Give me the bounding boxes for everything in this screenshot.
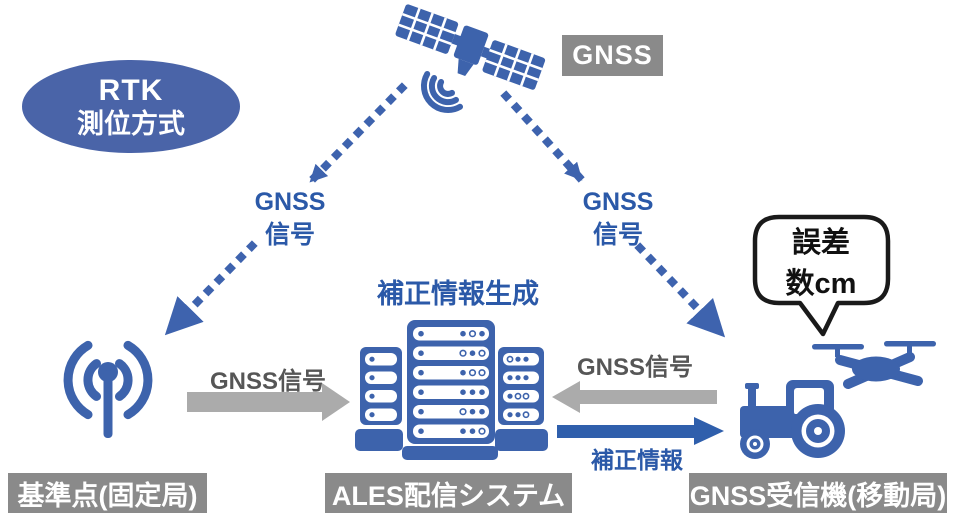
ales-server-tag: ALES配信システム xyxy=(325,473,572,513)
satellite-to-base-dotted-arrow xyxy=(164,82,408,336)
left-gnss-signal-label: GNSS 信号 xyxy=(228,186,352,252)
satellite-to-receiver-dotted-arrow xyxy=(500,90,726,338)
base-station-antenna-icon xyxy=(63,340,153,438)
server-to-receiver-arrow xyxy=(557,417,724,445)
tractor-icon xyxy=(740,380,845,459)
error-bubble-line2: 数cm xyxy=(785,268,857,300)
gnss-satellite-icon xyxy=(395,4,546,114)
error-bubble-line1: 誤差 xyxy=(791,227,850,259)
rtk-title-ellipse: RTK 測位方式 xyxy=(22,60,240,153)
error-bubble-text: 誤差 数cm xyxy=(757,223,885,305)
base-to-server-arrow-label: GNSS信号 xyxy=(209,368,326,395)
right-gnss-signal-line2: 信号 xyxy=(592,221,643,249)
error-speech-bubble xyxy=(752,214,891,337)
receiver-to-server-arrow-label: GNSS信号 xyxy=(576,354,693,381)
receiver-to-server-arrow xyxy=(552,381,717,413)
right-gnss-signal-line1: GNSS xyxy=(582,188,654,216)
drone-icon xyxy=(812,341,936,389)
left-gnss-signal-line1: GNSS xyxy=(254,188,326,216)
server-caption: 補正情報生成 xyxy=(377,279,539,309)
base-station-tag: 基準点(固定局) xyxy=(8,473,207,513)
gnss-satellite-tag: GNSS xyxy=(562,35,663,76)
server-rack-icon xyxy=(355,320,548,460)
base-to-server-arrow xyxy=(187,383,350,421)
rtk-title-line1: RTK xyxy=(98,73,164,107)
left-gnss-signal-line2: 信号 xyxy=(264,221,315,249)
gnss-receiver-tag: GNSS受信機(移動局) xyxy=(689,473,947,513)
right-gnss-signal-label: GNSS 信号 xyxy=(556,186,680,252)
server-to-receiver-arrow-label: 補正情報 xyxy=(591,447,683,473)
rtk-title-line2: 測位方式 xyxy=(77,108,185,139)
